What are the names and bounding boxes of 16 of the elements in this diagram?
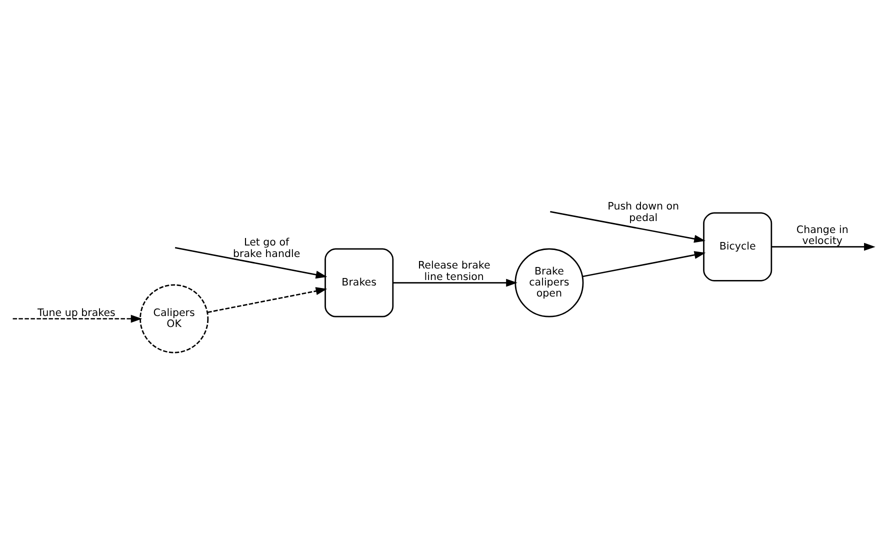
node-box: Brakes (324, 248, 394, 317)
node-box: Bicycle (703, 212, 772, 281)
node-circle: Brake calipers open (514, 248, 584, 317)
edge-label: Release brake line tension (418, 259, 490, 282)
arrow (771, 242, 876, 250)
edge-label: Push down on pedal (608, 200, 680, 224)
edge-label: Change in velocity (796, 223, 848, 246)
arrow (12, 314, 142, 322)
edge-label: Tune up brakes (38, 306, 116, 318)
edge-label: Let go of brake handle (232, 236, 300, 260)
arrow (208, 286, 328, 312)
node-circle: Calipers OK (140, 284, 209, 353)
arrow (392, 278, 518, 286)
arrow (550, 210, 706, 242)
arrow (582, 250, 706, 277)
arrow (174, 246, 328, 278)
